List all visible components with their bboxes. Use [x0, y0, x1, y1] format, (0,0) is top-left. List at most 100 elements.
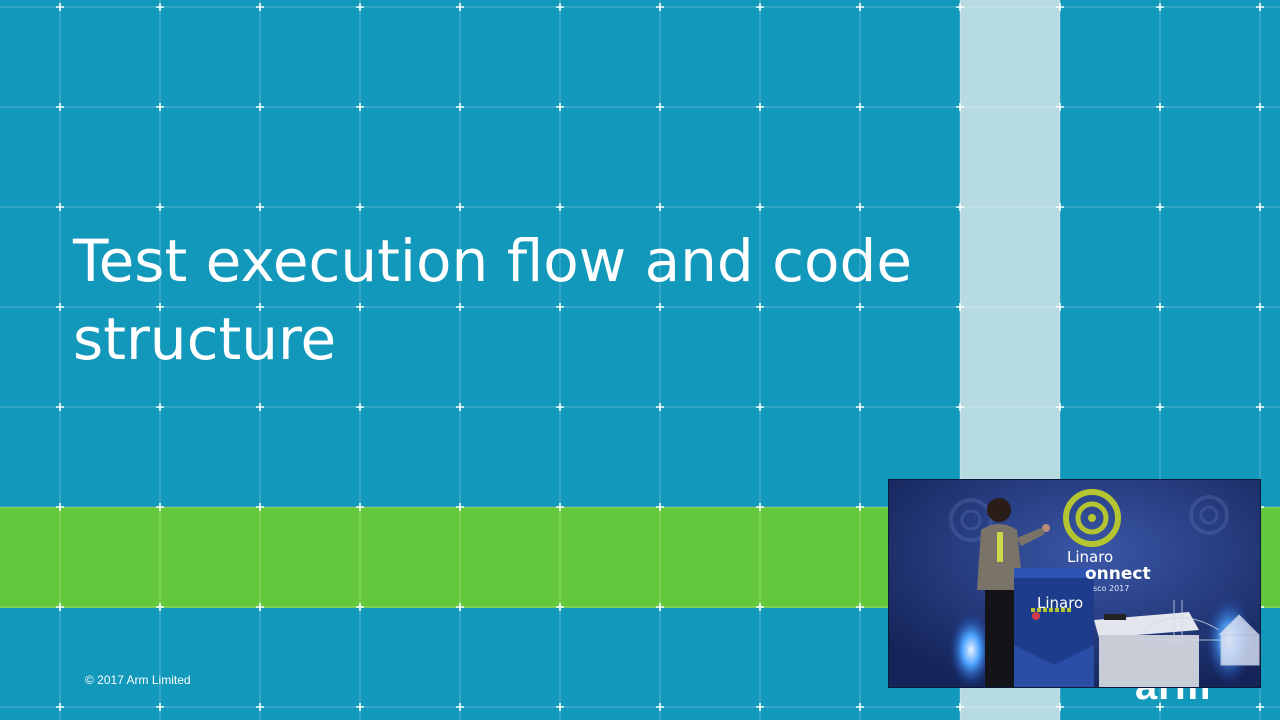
slide-title: Test execution flow and code structure: [73, 227, 913, 373]
grid-cross-icon: [856, 403, 864, 411]
grid-cross-icon: [1156, 203, 1164, 211]
grid-cross-icon: [256, 303, 264, 311]
grid-cross-icon: [56, 103, 64, 111]
grid-cross-icon: [56, 403, 64, 411]
grid-cross-icon: [1056, 203, 1064, 211]
grid-cross-icon: [156, 703, 164, 711]
grid-cross-icon: [456, 703, 464, 711]
grid-cross-icon: [956, 203, 964, 211]
grid-cross-icon: [656, 503, 664, 511]
grid-cross-icon: [856, 703, 864, 711]
grid-cross-icon: [356, 403, 364, 411]
grid-cross-icon: [56, 303, 64, 311]
grid-cross-icon: [56, 3, 64, 11]
grid-cross-icon: [756, 103, 764, 111]
grid-cross-icon: [56, 603, 64, 611]
grid-cross-icon: [456, 403, 464, 411]
grid-cross-icon: [1056, 703, 1064, 711]
grid-cross-icon: [1256, 3, 1264, 11]
grid-cross-icon: [456, 603, 464, 611]
grid-cross-icon: [356, 703, 364, 711]
grid-cross-icon: [756, 403, 764, 411]
banner-brand-text: Linaro: [1067, 548, 1114, 566]
grid-cross-icon: [1256, 703, 1264, 711]
grid-cross-icon: [756, 303, 764, 311]
grid-cross-icon: [1056, 103, 1064, 111]
grid-cross-icon: [1256, 403, 1264, 411]
grid-cross-icon: [356, 3, 364, 11]
grid-cross-icon: [556, 703, 564, 711]
grid-cross-icon: [656, 703, 664, 711]
grid-cross-icon: [656, 603, 664, 611]
grid-cross-icon: [456, 203, 464, 211]
speaker-video-inset: Linaro onnect sco 2017 Linaro: [889, 480, 1260, 687]
grid-cross-icon: [156, 3, 164, 11]
grid-cross-icon: [556, 203, 564, 211]
grid-cross-icon: [156, 303, 164, 311]
grid-cross-icon: [756, 503, 764, 511]
grid-cross-icon: [1156, 703, 1164, 711]
grid-cross-icon: [456, 503, 464, 511]
grid-cross-icon: [556, 103, 564, 111]
grid-cross-icon: [1156, 403, 1164, 411]
grid-cross-icon: [156, 603, 164, 611]
grid-cross-icon: [556, 603, 564, 611]
grid-cross-icon: [56, 203, 64, 211]
podium-brand-text: Linaro: [1037, 594, 1084, 612]
grid-cross-icon: [856, 503, 864, 511]
stage-scene: [889, 480, 1260, 687]
grid-cross-icon: [256, 3, 264, 11]
grid-cross-icon: [556, 403, 564, 411]
grid-cross-icon: [356, 103, 364, 111]
grid-cross-icon: [1056, 3, 1064, 11]
grid-cross-icon: [756, 603, 764, 611]
grid-cross-icon: [1156, 103, 1164, 111]
grid-cross-icon: [356, 203, 364, 211]
bridge-illustration: [1139, 600, 1260, 666]
grid-cross-icon: [1056, 303, 1064, 311]
grid-cross-icon: [456, 3, 464, 11]
grid-cross-icon: [356, 303, 364, 311]
banner-location-text: sco 2017: [1093, 584, 1130, 593]
grid-cross-icon: [56, 703, 64, 711]
grid-cross-icon: [756, 3, 764, 11]
grid-cross-icon: [656, 203, 664, 211]
grid-cross-icon: [256, 603, 264, 611]
grid-cross-icon: [256, 403, 264, 411]
target-logo-icon: [1063, 489, 1121, 547]
grid-cross-icon: [256, 503, 264, 511]
podium: [1014, 568, 1094, 687]
grid-cross-icon: [1056, 403, 1064, 411]
grid-cross-icon: [856, 203, 864, 211]
grid-cross-icon: [156, 503, 164, 511]
presenter-table: [1094, 612, 1199, 687]
grid-cross-icon: [856, 603, 864, 611]
grid-cross-icon: [156, 203, 164, 211]
grid-cross-icon: [256, 703, 264, 711]
grid-cross-icon: [956, 703, 964, 711]
grid-cross-icon: [856, 303, 864, 311]
grid-cross-icon: [856, 103, 864, 111]
copyright-notice: © 2017 Arm Limited: [85, 673, 191, 687]
grid-cross-icon: [456, 103, 464, 111]
grid-cross-icon: [756, 203, 764, 211]
grid-cross-icon: [856, 3, 864, 11]
stage-light-icon: [949, 612, 993, 687]
grid-cross-icon: [1256, 103, 1264, 111]
grid-cross-icon: [1156, 303, 1164, 311]
grid-cross-icon: [656, 403, 664, 411]
grid-cross-icon: [656, 303, 664, 311]
grid-cross-icon: [656, 3, 664, 11]
banner-event-text: onnect: [1085, 564, 1151, 584]
faint-target-logo-right: [1189, 495, 1229, 535]
grid-cross-icon: [356, 603, 364, 611]
speaker-figure: [977, 498, 1050, 687]
grid-cross-icon: [1256, 303, 1264, 311]
faint-target-logo-left: [949, 498, 993, 542]
grid-cross-icon: [656, 103, 664, 111]
grid-cross-icon: [256, 203, 264, 211]
grid-cross-icon: [356, 503, 364, 511]
grid-cross-icon: [1256, 203, 1264, 211]
